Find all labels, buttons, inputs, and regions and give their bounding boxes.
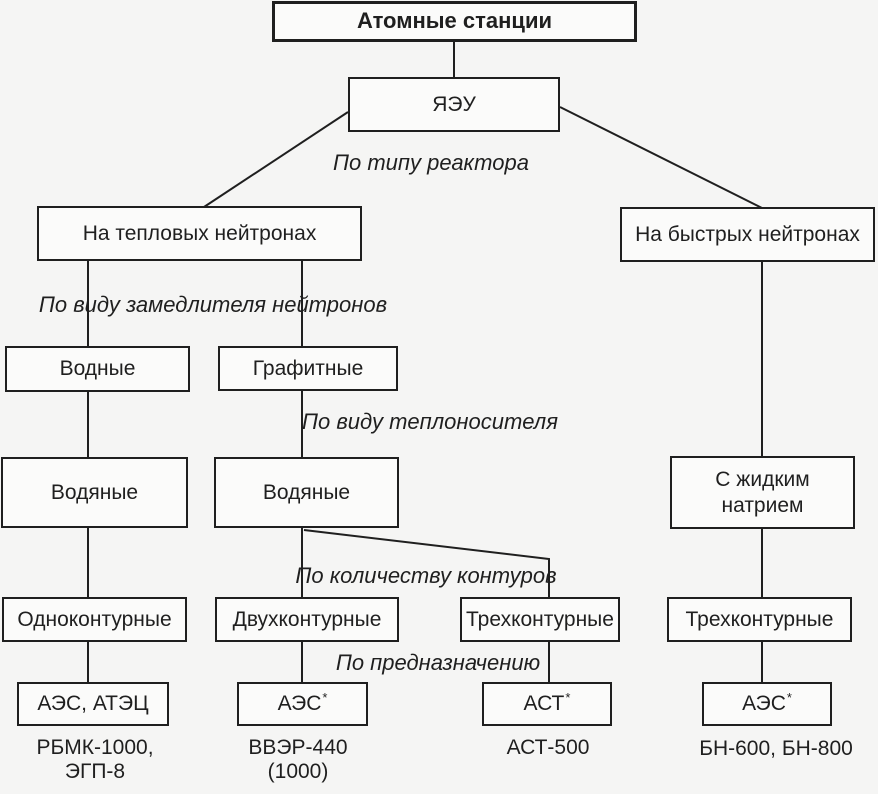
node-water-coolant-left-label: Водяные (50, 480, 139, 504)
node-water-coolant-mid-label: Водяные (262, 480, 351, 504)
node-double-loop: Двухконтурные (215, 597, 399, 642)
node-aes-star-2-label: АЭС* (742, 691, 792, 717)
node-thermal-neutrons-label: На тепловых нейтронах (82, 221, 317, 245)
node-thermal-neutrons: На тепловых нейтронах (37, 206, 362, 261)
node-fast-neutrons: На быстрых нейтронах (620, 207, 875, 262)
classifier-reactor-type: По типу реактора (333, 150, 529, 175)
node-sodium-coolant-label: С жидким натрием (715, 467, 809, 518)
caption-ast500-line1: АСТ-500 (506, 736, 590, 759)
node-water-coolant-mid: Водяные (214, 457, 399, 528)
node-ast-star-label: АСТ* (524, 691, 571, 717)
classifier-coolant: По виду теплоносителя (302, 409, 558, 434)
caption-bn-line1: БН-600, БН-800 (699, 737, 853, 760)
node-sodium-coolant: С жидким натрием (670, 456, 855, 529)
caption-vver-line1: ВВЭР-440 (248, 736, 348, 759)
node-triple-loop-right: Трехконтурные (667, 597, 852, 642)
caption-ast500: АСТ-500 (507, 736, 590, 760)
node-aes-star-2-asterisk: * (786, 690, 792, 706)
node-graphite-moderator: Графитные (218, 346, 398, 391)
node-ast-star: АСТ* (482, 682, 612, 726)
node-double-loop-label: Двухконтурные (232, 607, 382, 631)
caption-vver-line2: (1000) (267, 760, 329, 783)
node-aes-star-1: АЭС* (237, 682, 368, 726)
node-aes-star-1-text: АЭС (277, 692, 322, 716)
node-water-moderator: Водные (5, 346, 190, 392)
node-aes-star-1-asterisk: * (322, 690, 328, 706)
node-atomic-stations: Атомные станции (272, 1, 637, 42)
node-single-loop-label: Одноконтурные (17, 607, 172, 631)
node-sodium-coolant-line1: С жидким (715, 467, 810, 491)
node-single-loop: Одноконтурные (2, 597, 187, 642)
node-graphite-moderator-label: Графитные (252, 356, 364, 380)
classifier-purpose: По предназначению (335, 650, 541, 675)
edge-yaeu-thermal (203, 111, 349, 208)
caption-rbmk-line2: ЭГП-8 (64, 760, 126, 783)
node-fast-neutrons-label: На быстрых нейтронах (635, 222, 860, 246)
node-aes-star-2: АЭС* (702, 682, 832, 726)
caption-rbmk: РБМК-1000, ЭГП-8 (36, 736, 153, 784)
edge-water-coolant-triple-loop (303, 529, 550, 598)
node-yaeu-label: ЯЭУ (432, 92, 476, 116)
classifier-moderator: По виду замедлителя нейтронов (38, 292, 388, 317)
node-ast-star-asterisk: * (565, 690, 571, 706)
caption-rbmk-line1: РБМК-1000, (36, 736, 154, 759)
node-atomic-stations-label: Атомные станции (356, 8, 553, 34)
node-triple-loop-right-label: Трехконтурные (685, 607, 834, 631)
node-triple-loop-mid: Трехконтурные (460, 597, 620, 642)
node-aes-atec: АЭС, АТЭЦ (17, 682, 169, 726)
node-water-moderator-label: Водные (59, 357, 136, 381)
node-sodium-coolant-line2: натрием (721, 493, 804, 517)
node-water-coolant-left: Водяные (1, 457, 188, 528)
classifier-loops: По количеству контуров (295, 563, 557, 588)
caption-bn: БН-600, БН-800 (699, 737, 853, 761)
caption-vver: ВВЭР-440 (1000) (248, 736, 347, 784)
node-yaeu: ЯЭУ (348, 77, 560, 132)
node-aes-star-2-text: АЭС (742, 692, 786, 716)
node-aes-star-1-label: АЭС* (278, 691, 328, 717)
node-triple-loop-mid-label: Трехконтурные (466, 607, 614, 631)
edge-yaeu-fast (559, 106, 763, 209)
node-ast-star-text: АСТ (523, 692, 565, 716)
node-aes-atec-label: АЭС, АТЭЦ (37, 692, 149, 716)
